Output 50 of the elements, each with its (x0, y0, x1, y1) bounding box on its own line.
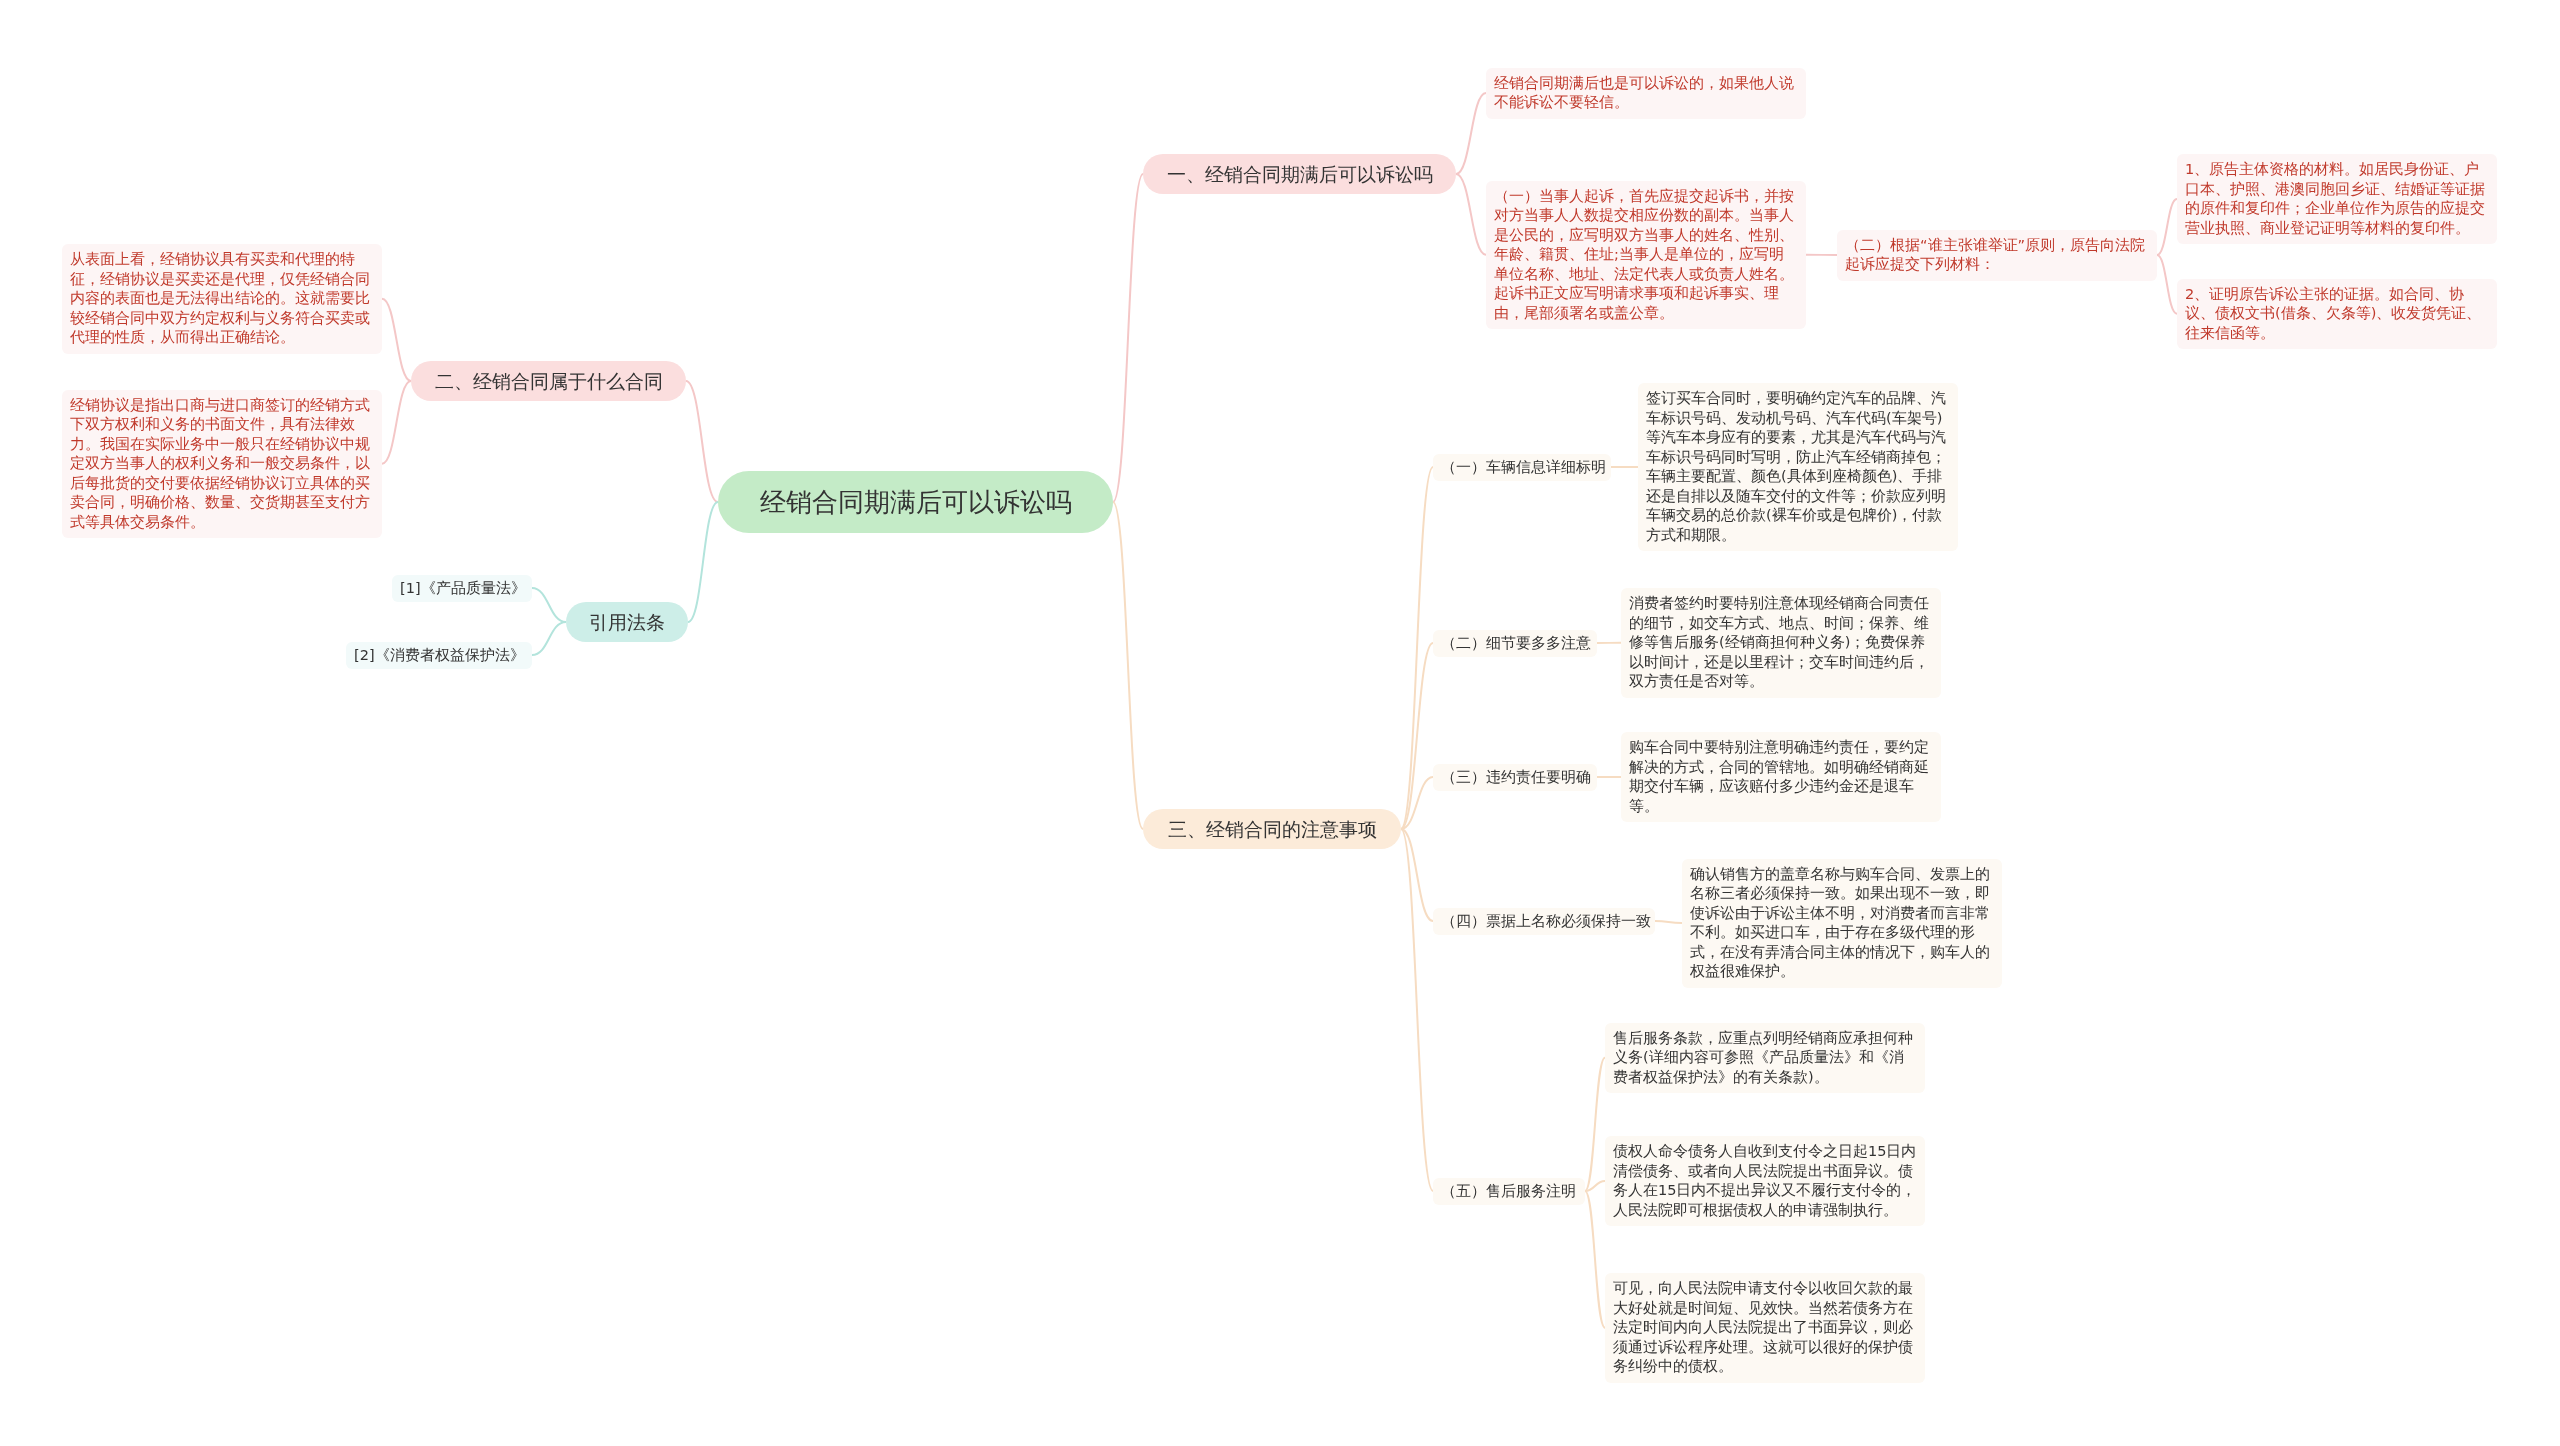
connector-line (685, 380, 719, 503)
connector-line (381, 297, 412, 382)
note-card: （一）当事人起诉，首先应提交起诉书，并按对方当事人人数提交相应份数的副本。当事人是公民的，应写明双方当事人的姓名、性别、年龄、籍贯、住址;当事人是单位的，应写明单位名称、地址、法定代表人或负责人姓名。起诉书正文应写明请求事项和起诉事实、理由，尾部须署名或盖公章。 (1486, 180, 1806, 329)
connector-line (1400, 828, 1434, 1192)
connector-line (1400, 828, 1434, 922)
connector-line (1400, 466, 1434, 830)
connector-line (1596, 641, 1622, 644)
branch-topic: 引用法条 (566, 602, 688, 642)
note-card: 从表面上看，经销协议具有买卖和代理的特征，经销协议是买卖还是代理，仅凭经销合同内容的表面也是无法得出结论的。这就需要比较经销合同中双方约定权利与义务符合买卖或代理的性质，从而得出正确结论。 (62, 244, 382, 354)
note-card: 签订买车合同时，要明确约定汽车的品牌、汽车标识号码、发动机号码、汽车代码(车架号)等汽车本身应有的要素，尤其是汽车代码与汽车标识号码同时写明，防止汽车经销商掉包；车辆主要配置、颜色(具体到座椅颜色)、手排还是自排以及随车交付的文件等；价款应列明车辆交易的总价款(裸车价或是包牌价)，付款方式和期限。 (1638, 383, 1958, 551)
branch-topic: 二、经销合同属于什么合同 (411, 361, 686, 401)
connector-line (1596, 776, 1622, 778)
branch-topic: 三、经销合同的注意事项 (1143, 809, 1401, 849)
connector-line (1455, 92, 1487, 175)
connector-line (1112, 501, 1144, 830)
connector-line (1400, 642, 1434, 830)
note-card: 确认销售方的盖章名称与购车合同、发票上的名称三者必须保持一致。如果出现不一致，即使诉讼由于诉讼主体不明，对消费者而言非常不利。如买进口车，由于存在多级代理的形式，在没有弄清合同主体的情况下，购车人的权益很难保护。 (1682, 858, 2002, 988)
connector-line (1584, 1180, 1606, 1192)
note-card: 可见，向人民法院申请支付令以收回欠款的最大好处就是时间短、见效快。当然若债务方在法定时间内向人民法院提出了书面异议，则必须通过诉讼程序处理。这就可以很好的保护债务纠纷中的债权。 (1605, 1273, 1925, 1383)
connector-line (1112, 173, 1144, 503)
note-card: （二）根据“谁主张谁举证”原则，原告向法院起诉应提交下列材料： (1837, 229, 2157, 281)
note-card: 购车合同中要特别注意明确违约责任，要约定解决的方式，合同的管辖地。如明确经销商延期交付车辆，应该赔付多少违约金还是退车等。 (1621, 732, 1941, 822)
citation-card: [1]《产品质量法》 (392, 574, 532, 602)
central-topic: 经销合同期满后可以诉讼吗 (718, 471, 1113, 533)
connector-line (381, 380, 412, 465)
connector-line (1610, 466, 1639, 468)
connector-line (1584, 1190, 1606, 1329)
connector-line (1805, 253, 1838, 256)
branch-topic: 一、经销合同期满后可以诉讼吗 (1143, 154, 1456, 194)
note-card: 经销协议是指出口商与进口商签订的经销方式下双方权利和义务的书面文件，具有法律效力。我国在实际业务中一般只在经销协议中规定双方当事人的权利义务和一般交易条件，以后每批货的交付要依据经销协议订立具体的买卖合同，明确价格、数量、交货期甚至支付方式等具体交易条件。 (62, 389, 382, 538)
citation-card: [2]《消费者权益保护法》 (346, 641, 532, 669)
connector-line (1584, 1056, 1606, 1192)
subtopic-card: （五）售后服务注明 (1433, 1177, 1585, 1205)
connector-line (687, 501, 719, 623)
subtopic-card: （三）违约责任要明确 (1433, 763, 1597, 791)
subtopic-card: （二）细节要多多注意 (1433, 629, 1597, 657)
note-card: 2、证明原告诉讼主张的证据。如合同、协议、债权文书(借条、欠条等)、收发货凭证、往来信函等。 (2177, 278, 2497, 349)
connector-line (2156, 198, 2178, 256)
note-card: 经销合同期满后也是可以诉讼的，如果他人说不能诉讼不要轻信。 (1486, 67, 1806, 119)
connector-line (1455, 173, 1487, 256)
note-card: 消费者签约时要特别注意体现经销商合同责任的细节，如交车方式、地点、时间；保养、维修等售后服务(经销商担何种义务)；免费保养以时间计，还是以里程计；交车时间违约后，双方责任是否对等。 (1621, 588, 1941, 698)
note-card: 债权人命令债务人自收到支付令之日起15日内清偿债务、或者向人民法院提出书面异议。债务人在15日内不提出异议又不履行支付令的，人民法院即可根据债权人的申请强制执行。 (1605, 1136, 1925, 1226)
subtopic-card: （一）车辆信息详细标明 (1433, 453, 1611, 481)
connector-line (531, 621, 567, 656)
connector-line (1400, 776, 1434, 830)
note-card: 1、原告主体资格的材料。如居民身份证、户口本、护照、港澳同胞回乡证、结婚证等证据的原件和复印件；企业单位作为原告的应提交营业执照、商业登记证明等材料的复印件。 (2177, 154, 2497, 244)
subtopic-card: （四）票据上名称必须保持一致 (1433, 907, 1655, 935)
connector-line (1654, 920, 1683, 924)
connector-line (2156, 254, 2178, 315)
note-card: 售后服务条款，应重点列明经销商应承担何种义务(详细内容可参照《产品质量法》和《消费者权益保护法》的有关条款)。 (1605, 1022, 1925, 1093)
